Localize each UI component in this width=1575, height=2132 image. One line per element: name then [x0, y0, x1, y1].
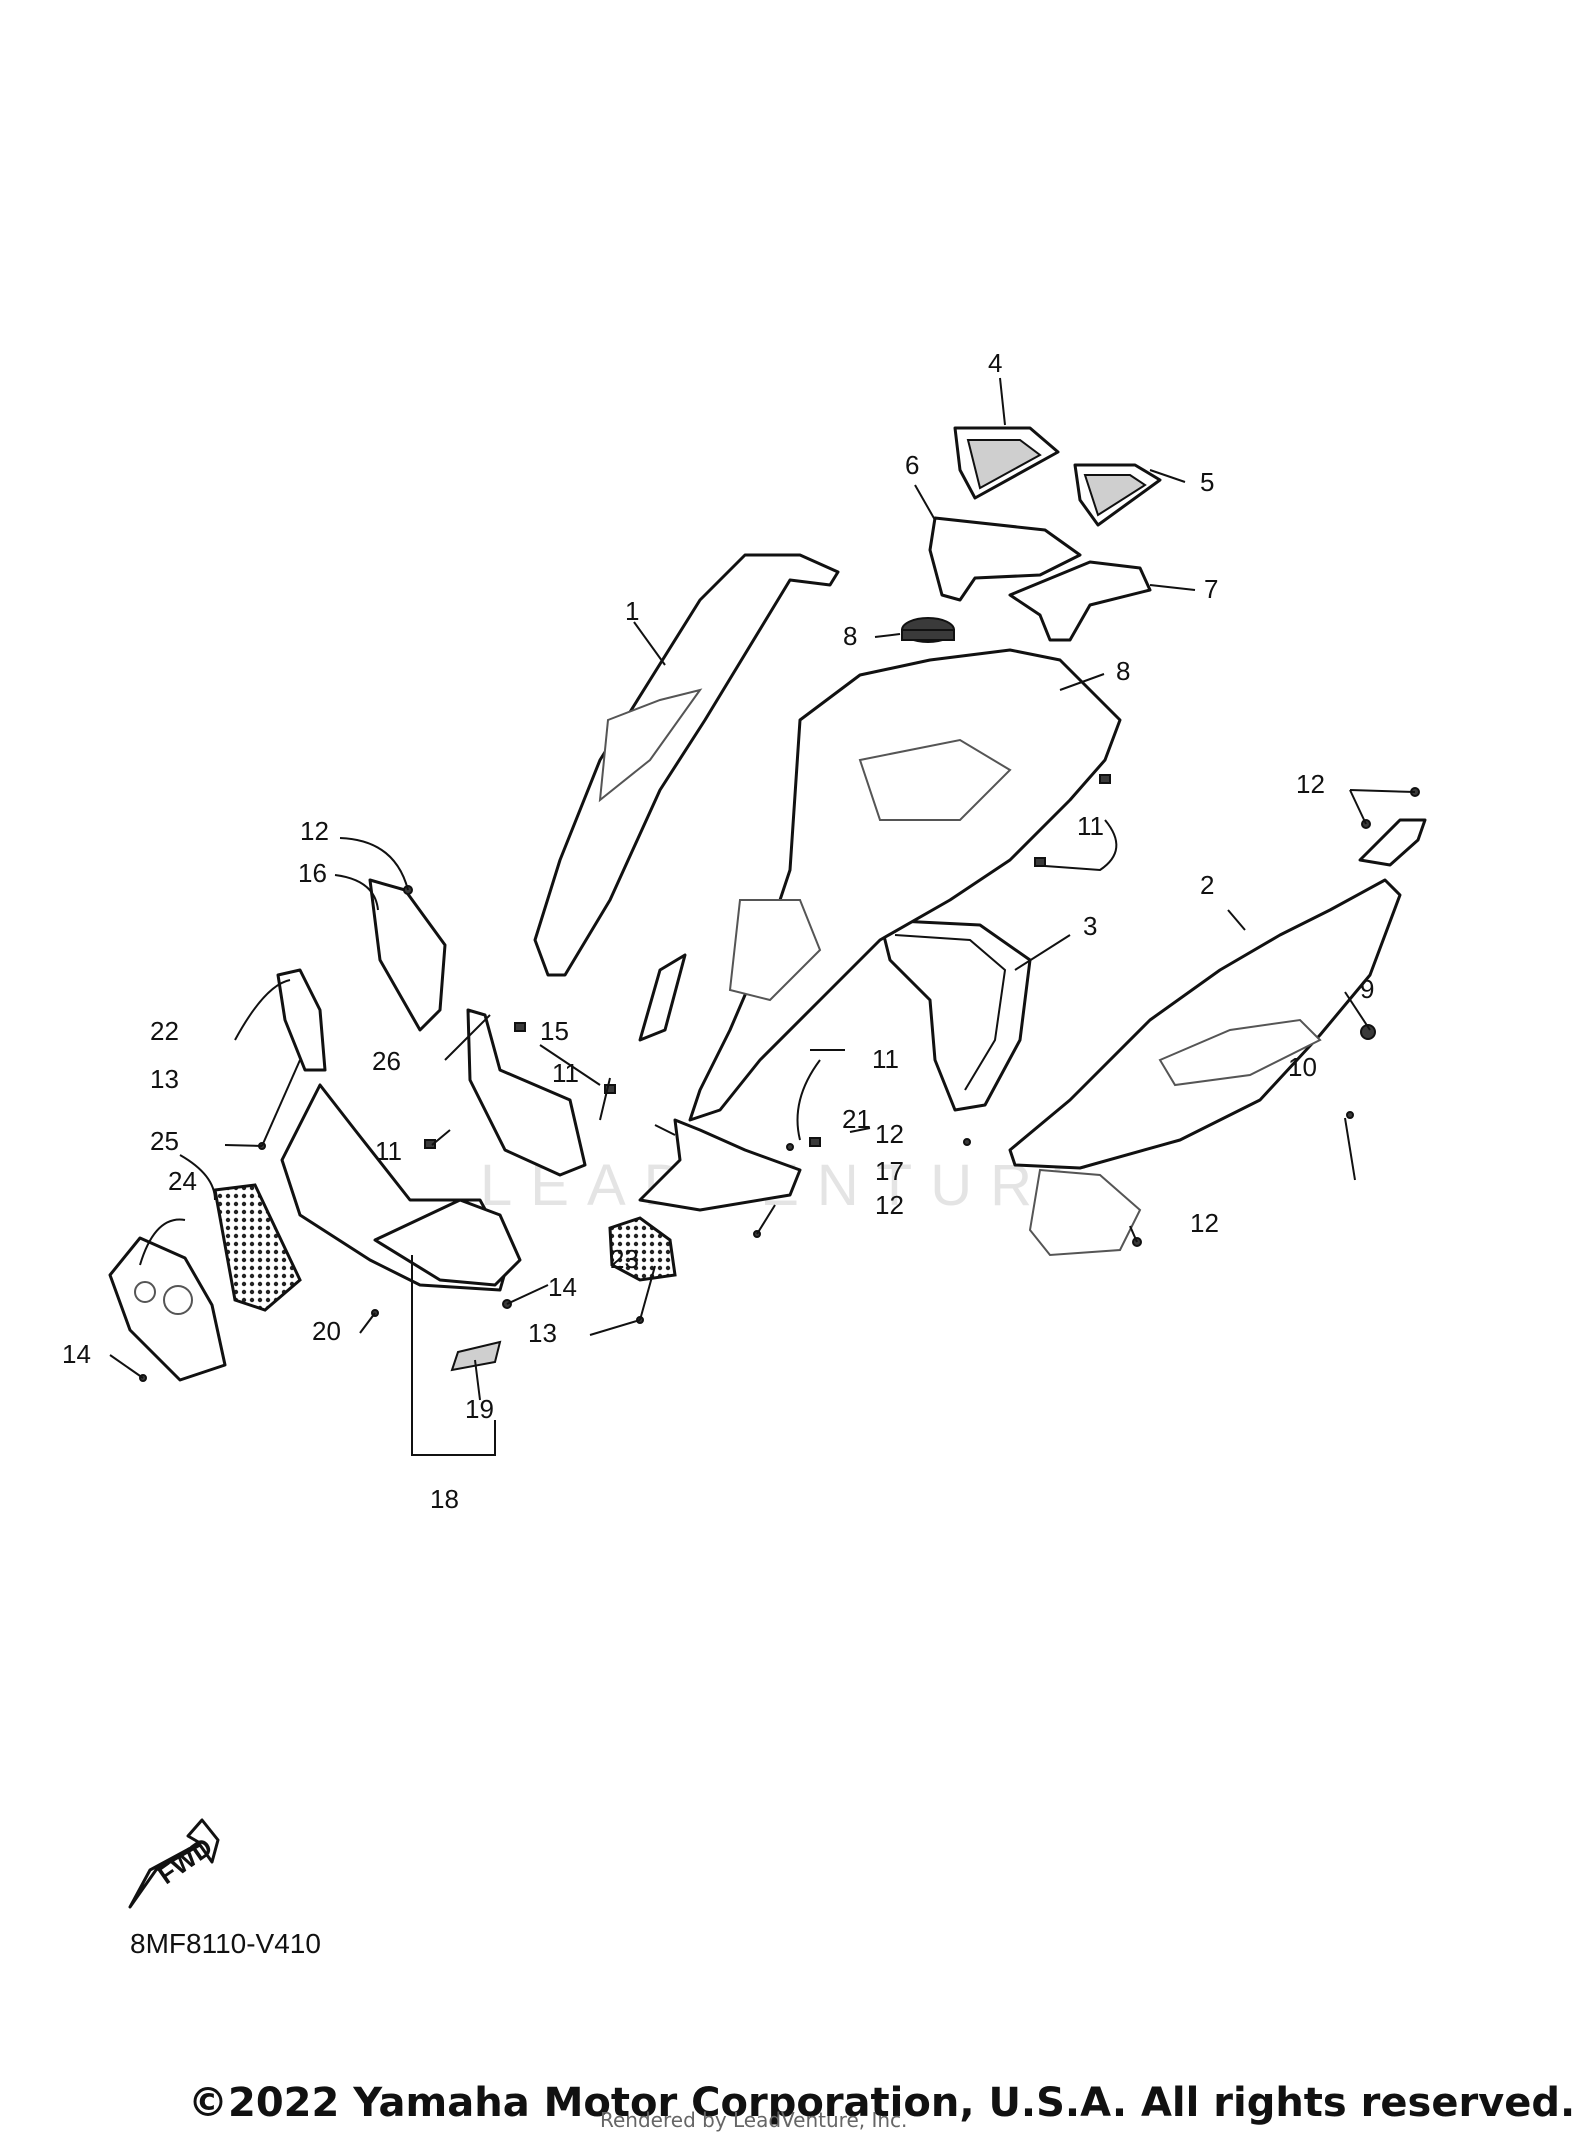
- part-4-vent-left: [953, 426, 1060, 500]
- callout-2: 2: [1200, 870, 1214, 900]
- part-5-vent-right: [1073, 463, 1162, 527]
- part-22-side-cover: [276, 968, 327, 1072]
- part-17-lower-panel: [638, 1118, 802, 1212]
- callout-14-center: 14: [548, 1272, 577, 1302]
- part-18-lower-cowl-assembly: [280, 1083, 522, 1292]
- part-24-cover: [108, 1236, 227, 1382]
- leader-lines: [109, 377, 1416, 1456]
- callout-25: 25: [150, 1126, 179, 1156]
- callout-12-center: 12: [875, 1119, 904, 1149]
- exploded-parts-diagram: LEADVENTURE: [62, 348, 1427, 1909]
- callout-3: 3: [1083, 911, 1097, 941]
- callout-13-center: 13: [528, 1318, 557, 1348]
- part-16-bracket: [368, 878, 447, 1032]
- callout-21: 21: [842, 1104, 871, 1134]
- callout-7: 7: [1204, 574, 1218, 604]
- copyright-notice: ©2022 Yamaha Motor Corporation, U.S.A. A…: [188, 2080, 1575, 2126]
- callout-16: 16: [298, 858, 327, 888]
- callout-11-left: 11: [375, 1136, 402, 1166]
- part-8-grommet-left: [901, 617, 955, 643]
- callout-12-center-lower: 12: [875, 1190, 904, 1220]
- callout-23: 23: [610, 1244, 639, 1274]
- callout-18: 18: [430, 1484, 459, 1514]
- part-1-side-panel-left: [533, 553, 840, 977]
- callout-labels: 4 5 6 7 1 8 8 12 11 2 3 9 10 12 12 16 22…: [62, 348, 1374, 1514]
- callout-5: 5: [1200, 467, 1214, 497]
- part-19-emblem: [450, 1340, 502, 1372]
- diagram-code: 8MF8110-V410: [130, 1928, 321, 1959]
- callout-6: 6: [905, 450, 919, 480]
- callout-12-right-bottom: 12: [1190, 1208, 1219, 1238]
- rendered-by-notice: Rendered by LeadVenture, Inc.: [600, 2108, 908, 2132]
- part-15-inner-strip: [638, 953, 687, 1042]
- callout-12-right-top: 12: [1296, 769, 1325, 799]
- front-cowl-main-body: [688, 648, 1122, 1122]
- callout-22: 22: [150, 1016, 179, 1046]
- part-23-mesh-panel: [608, 1216, 677, 1282]
- callout-11-right: 11: [1077, 811, 1104, 841]
- callout-17: 17: [875, 1156, 904, 1186]
- callout-20: 20: [312, 1316, 341, 1346]
- part-25-mesh-grille: [213, 1183, 302, 1312]
- callout-12-left-top: 12: [300, 816, 329, 846]
- callout-10: 10: [1288, 1052, 1317, 1082]
- callout-11-center-right: 11: [872, 1044, 899, 1074]
- part-7-duct-cover-right: [1008, 560, 1152, 642]
- callout-24: 24: [168, 1166, 197, 1196]
- callout-19: 19: [465, 1394, 494, 1424]
- part-26-inner-panel: [466, 1008, 587, 1177]
- callout-4: 4: [988, 348, 1002, 378]
- callout-11-center: 11: [552, 1058, 579, 1088]
- part-2-side-panel-right: [1008, 818, 1427, 1257]
- callout-8-left: 8: [843, 621, 857, 651]
- part-6-duct-cover-left: [928, 516, 1082, 602]
- callout-8-right: 8: [1116, 656, 1130, 686]
- callout-9: 9: [1360, 974, 1374, 1004]
- callout-1: 1: [625, 596, 639, 626]
- callout-14-left: 14: [62, 1339, 91, 1369]
- callout-26: 26: [372, 1046, 401, 1076]
- callout-15: 15: [540, 1016, 569, 1046]
- fwd-direction-arrow: FWD: [128, 1818, 220, 1909]
- callout-13-left: 13: [150, 1064, 179, 1094]
- parts-diagram-page: LEADVENTURE: [62, 348, 1575, 2132]
- part-3-under-duct: [878, 918, 1032, 1112]
